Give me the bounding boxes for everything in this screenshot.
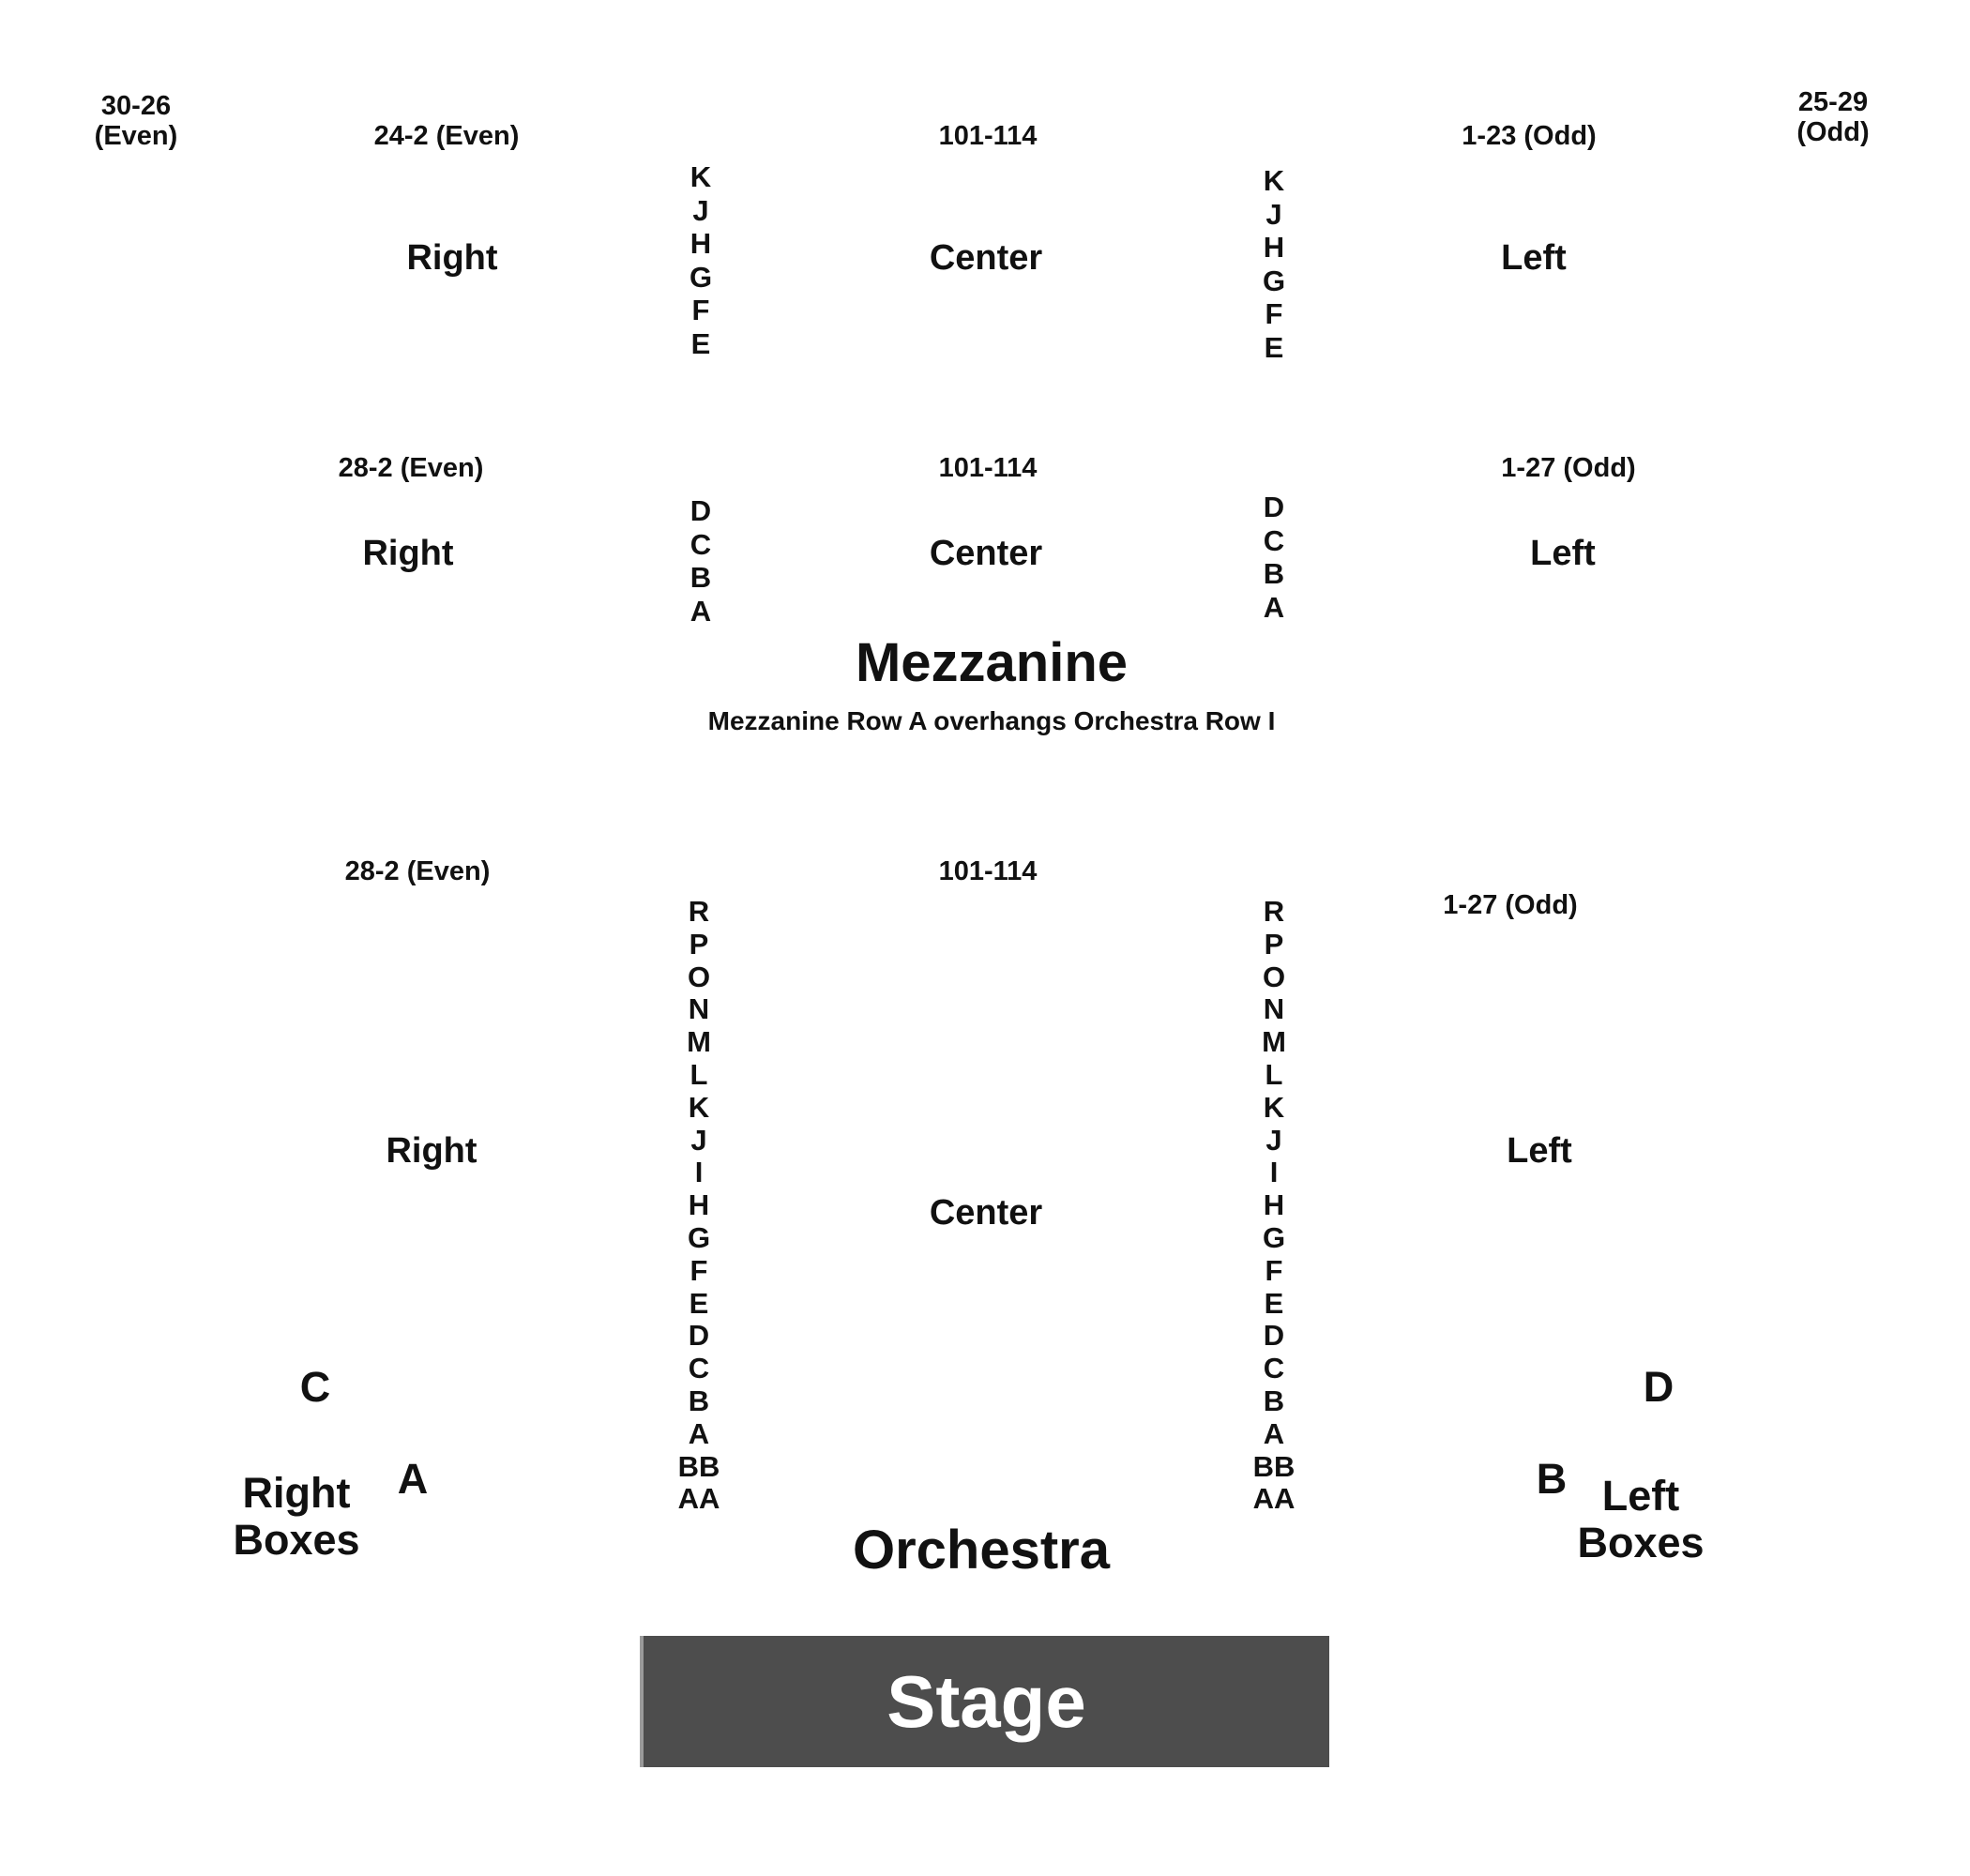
row-label: C <box>1263 523 1285 557</box>
row-label: A <box>688 1416 710 1450</box>
row-label: G <box>687 1220 711 1254</box>
upper-mezz-right-seat-range: 24-2 (Even) <box>373 121 520 151</box>
row-label: E <box>690 326 711 360</box>
row-label: H <box>1263 231 1285 265</box>
orchestra-left-section: Left <box>1507 1131 1572 1171</box>
row-label: J <box>1265 197 1282 231</box>
row-label: A <box>1263 1416 1285 1450</box>
row-label: R <box>688 895 710 928</box>
row-label: J <box>1265 1123 1282 1157</box>
upper-mezz-left-seat-range: 1-23 (Odd) <box>1462 121 1597 151</box>
row-label: I <box>1269 1156 1279 1189</box>
upper-mezz-right-section: Right <box>406 238 498 278</box>
lower-mezz-center-seat-range: 101-114 <box>938 453 1038 483</box>
row-label: D <box>1263 491 1285 523</box>
row-label: I <box>694 1156 704 1189</box>
row-label: P <box>689 927 709 961</box>
row-label: D <box>690 494 712 527</box>
orchestra-center-section: Center <box>929 1193 1043 1233</box>
row-label: B <box>1263 1384 1285 1417</box>
row-label: N <box>688 992 710 1026</box>
row-label: L <box>1265 1057 1283 1091</box>
row-label: D <box>1263 1319 1285 1353</box>
row-label: P <box>1264 927 1284 961</box>
upper-mezz-row-labels-right-aisle: K J H G F E <box>690 160 712 361</box>
row-label: H <box>688 1188 710 1222</box>
row-label: K <box>1263 1090 1285 1124</box>
row-label: G <box>1262 264 1286 297</box>
row-label: E <box>1264 1286 1284 1320</box>
row-label: AA <box>677 1482 720 1516</box>
row-label: D <box>688 1319 710 1353</box>
stage: Stage <box>640 1636 1329 1767</box>
row-label: BB <box>677 1449 720 1483</box>
orchestra-center-seat-range: 101-114 <box>938 856 1038 886</box>
row-label: C <box>690 527 712 561</box>
row-label: R <box>1263 895 1285 928</box>
row-label: B <box>688 1384 710 1417</box>
box-c: C <box>299 1363 331 1411</box>
orchestra-right-section: Right <box>386 1131 477 1171</box>
row-label: B <box>690 561 712 595</box>
lower-mezz-left-seat-range: 1-27 (Odd) <box>1501 453 1636 483</box>
stage-label: Stage <box>886 1659 1086 1743</box>
row-label: J <box>692 193 709 227</box>
box-a: A <box>397 1455 429 1503</box>
lower-mezz-row-labels-right-aisle: D C B A <box>690 494 711 628</box>
row-label: A <box>1263 590 1285 624</box>
box-d: D <box>1643 1363 1674 1411</box>
lower-mezz-row-labels-left-aisle: D C B A <box>1264 491 1284 624</box>
row-label: K <box>1263 164 1285 197</box>
upper-mezz-left-section: Left <box>1501 238 1567 278</box>
lower-mezz-center-section: Center <box>929 534 1043 573</box>
row-label: H <box>1263 1188 1285 1222</box>
row-label: O <box>687 960 711 993</box>
row-label: E <box>1264 330 1284 364</box>
upper-mezz-center-section: Center <box>929 238 1043 278</box>
orchestra-right-seat-range: 28-2 (Even) <box>344 856 491 886</box>
row-label: B <box>1263 557 1285 591</box>
row-label: BB <box>1252 1449 1296 1483</box>
row-label: N <box>1263 992 1285 1026</box>
row-label: H <box>690 227 712 261</box>
row-label: F <box>690 1253 708 1287</box>
row-label: L <box>690 1057 708 1091</box>
row-label: K <box>688 1090 710 1124</box>
upper-mezz-center-seat-range: 101-114 <box>938 121 1038 151</box>
orchestra-left-seat-range: 1-27 (Odd) <box>1443 890 1578 920</box>
row-label: AA <box>1252 1482 1296 1516</box>
row-label: A <box>690 594 712 628</box>
box-b: B <box>1536 1455 1568 1503</box>
far-right-seat-range: 30-26 (Even) <box>94 91 178 151</box>
row-label: F <box>1265 297 1283 331</box>
upper-mezz-row-labels-left-aisle: K J H G F E <box>1263 164 1285 365</box>
orchestra-row-labels-left-aisle: R P O N M L K J I H G F E D C B A BB AA <box>1252 895 1296 1516</box>
row-label: M <box>687 1025 711 1059</box>
row-label: G <box>689 260 713 294</box>
orchestra-title: Orchestra <box>852 1520 1111 1581</box>
orchestra-row-labels-right-aisle: R P O N M L K J I H G F E D C B A BB AA <box>677 895 720 1516</box>
row-label: C <box>1263 1352 1285 1385</box>
row-label: M <box>1262 1025 1286 1059</box>
far-left-seat-range: 25-29 (Odd) <box>1796 87 1870 147</box>
mezzanine-note: Mezzanine Row A overhangs Orchestra Row … <box>707 706 1276 735</box>
mezzanine-title: Mezzanine <box>855 632 1129 693</box>
right-boxes-label: Right Boxes <box>233 1469 360 1565</box>
left-boxes-label: Left Boxes <box>1577 1472 1705 1567</box>
row-label: G <box>1262 1220 1286 1254</box>
lower-mezz-right-seat-range: 28-2 (Even) <box>338 453 484 483</box>
lower-mezz-left-section: Left <box>1530 534 1596 573</box>
row-label: F <box>1265 1253 1283 1287</box>
row-label: E <box>689 1286 709 1320</box>
row-label: F <box>691 294 710 327</box>
row-label: C <box>688 1352 710 1385</box>
row-label: J <box>690 1123 707 1157</box>
row-label: O <box>1262 960 1286 993</box>
lower-mezz-right-section: Right <box>362 534 454 573</box>
row-label: K <box>690 160 712 193</box>
